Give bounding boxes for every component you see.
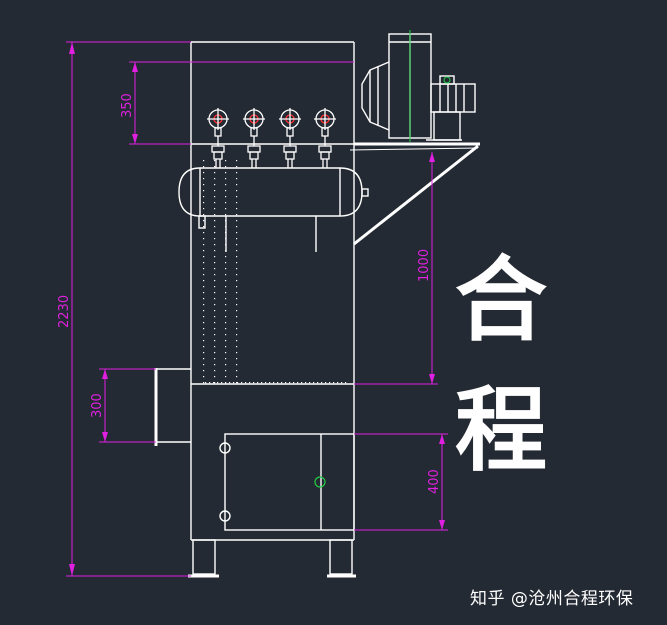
watermark: 知乎 @沧州合程环保 (470, 589, 634, 609)
pulse-valves (207, 108, 336, 168)
pulse-valve (279, 108, 301, 168)
dim-hopper-section: 1000 (417, 249, 432, 282)
motor-indicator (443, 76, 451, 84)
dim-total-height: 2230 (57, 295, 72, 328)
air-tank (178, 167, 369, 252)
support-legs (188, 539, 356, 578)
air-inlet (154, 368, 191, 446)
ash-door (219, 433, 355, 531)
dim-top-section: 350 (120, 93, 135, 118)
dimension-arrows (69, 42, 445, 576)
pulse-valve (207, 108, 229, 168)
pulse-valve (243, 108, 265, 168)
title-char-1: 合 (455, 246, 548, 354)
fan-support (349, 142, 480, 246)
fan-motor (361, 33, 476, 141)
dimension-lines (66, 41, 448, 577)
door-handle (314, 476, 326, 488)
dim-inlet: 300 (90, 393, 105, 418)
filter-bag-area (203, 160, 347, 384)
pulse-valve (314, 108, 336, 168)
title-char-2: 程 (455, 376, 548, 484)
dim-door: 400 (427, 469, 442, 494)
